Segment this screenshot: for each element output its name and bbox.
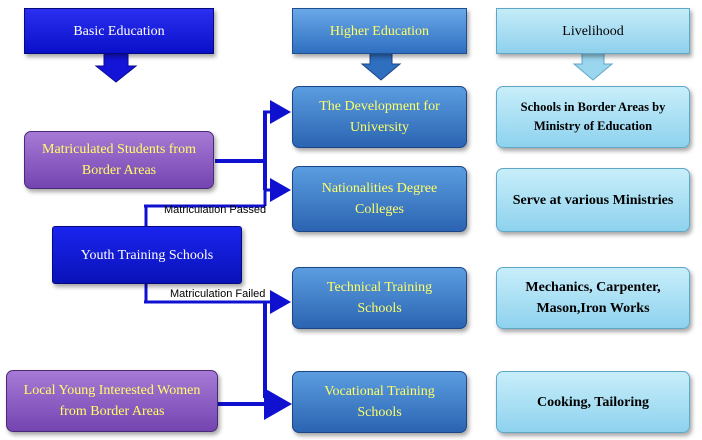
matriculated-label: Matriculated Students from Border Areas: [42, 142, 196, 178]
box-mechanics-carpenter: Mechanics, Carpenter, Mason,Iron Works: [496, 267, 690, 329]
box-technical-training-schools: Technical Training Schools: [292, 267, 467, 329]
header-basic-label: Basic Education: [73, 23, 165, 39]
livelihood-down-arrow: [572, 51, 614, 81]
box-border-schools: Schools in Border Areas by Ministry of E…: [496, 86, 690, 148]
mechanics-label: Mechanics, Carpenter, Mason,Iron Works: [525, 280, 661, 316]
label-matriculation-failed: Matriculation Failed: [170, 288, 266, 300]
header-higher-education: Higher Education: [292, 8, 467, 54]
box-development-university: The Development for University: [292, 86, 467, 148]
nationalities-label: Nationalities Degree Colleges: [321, 181, 438, 217]
women-label: Local Young Interested Women from Border…: [23, 383, 201, 419]
development-label: The Development for University: [319, 99, 440, 135]
header-livelihood: Livelihood: [496, 8, 690, 54]
border-schools-label: Schools in Border Areas by Ministry of E…: [520, 100, 666, 133]
basic-down-arrow: [94, 51, 138, 83]
youth-label: Youth Training Schools: [80, 247, 214, 263]
box-vocational-training-schools: Vocational Training Schools: [292, 371, 467, 433]
box-nationalities-degree-colleges: Nationalities Degree Colleges: [292, 166, 467, 232]
cooking-label: Cooking, Tailoring: [536, 394, 650, 410]
box-matriculated-students: Matriculated Students from Border Areas: [24, 131, 214, 189]
box-serve-ministries: Serve at various Ministries: [496, 168, 690, 232]
higher-down-arrow: [360, 51, 402, 81]
vocational-label: Vocational Training Schools: [324, 384, 435, 420]
technical-label: Technical Training Schools: [326, 280, 433, 316]
box-youth-training-schools: Youth Training Schools: [52, 226, 242, 284]
box-local-young-women: Local Young Interested Women from Border…: [6, 370, 218, 432]
header-livelihood-label: Livelihood: [562, 23, 624, 39]
header-basic-education: Basic Education: [24, 8, 214, 54]
ministries-label: Serve at various Ministries: [512, 192, 674, 208]
label-matriculation-passed: Matriculation Passed: [164, 204, 267, 216]
header-higher-label: Higher Education: [329, 23, 430, 39]
box-cooking-tailoring: Cooking, Tailoring: [496, 371, 690, 433]
